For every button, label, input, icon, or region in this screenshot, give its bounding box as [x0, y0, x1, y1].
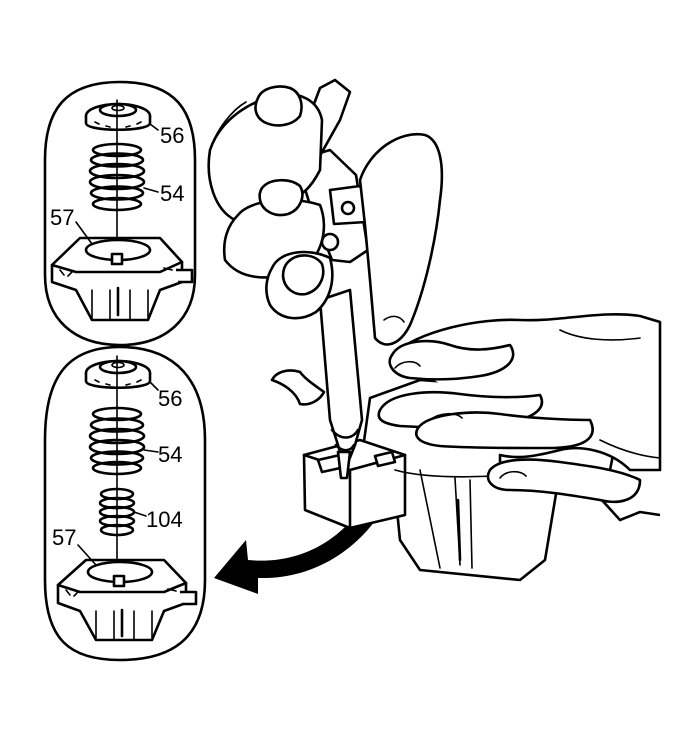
lower-callout-56: 56: [158, 386, 182, 411]
upper-housing-57: [50, 236, 194, 322]
lower-housing-57: [56, 558, 198, 642]
upper-cap-56: [84, 102, 152, 132]
curved-arrow-icon: [214, 478, 398, 594]
main-assembly: [207, 78, 662, 582]
lower-inset-frame: [43, 345, 207, 662]
upper-inset: 56 54 57: [43, 80, 197, 347]
lower-inset: 56 54 104 57: [43, 345, 207, 662]
lower-callout-104: 104: [146, 507, 183, 532]
upper-callout-57: 57: [50, 205, 74, 230]
left-hand: [207, 85, 444, 346]
lower-cap-56: [84, 359, 152, 390]
right-hand: [377, 313, 662, 522]
lower-callout-57: 57: [52, 525, 76, 550]
upper-inset-frame: [43, 80, 197, 347]
upper-callout-54: 54: [160, 181, 184, 206]
upper-callout-56: 56: [160, 123, 184, 148]
lower-callout-54: 54: [158, 442, 182, 467]
